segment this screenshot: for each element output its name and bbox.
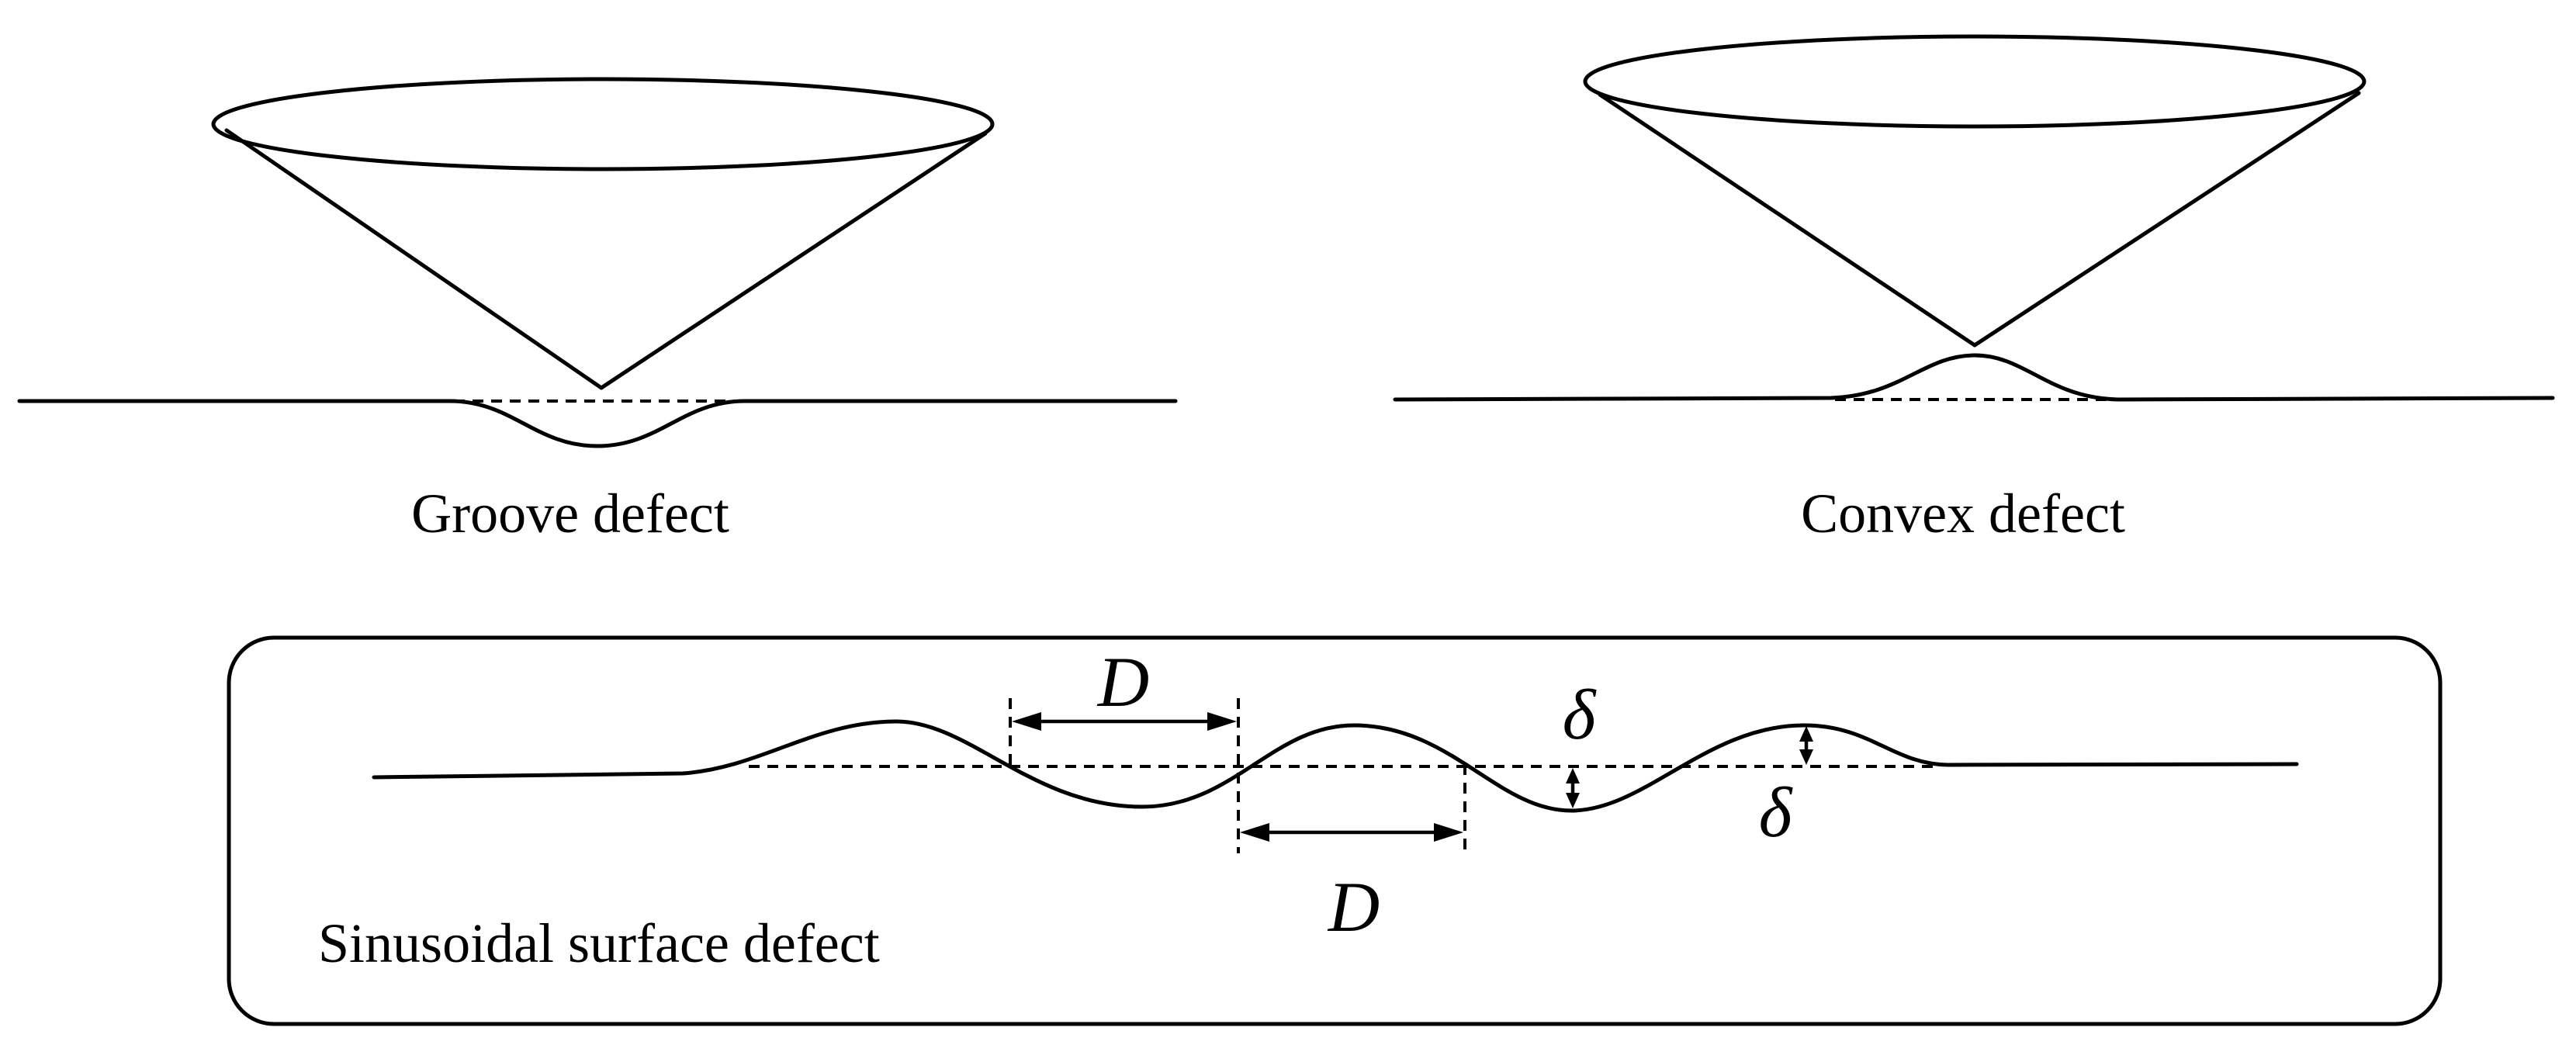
sinusoidal-panel-box: [227, 635, 2443, 1026]
convex-cone-left-edge: [1598, 92, 1977, 348]
sinusoidal-defect-caption: Sinusoidal surface defect: [318, 912, 880, 974]
amplitude-arrow-trough-up-head: [1566, 768, 1580, 783]
groove-defect-panel: Groove defect: [17, 77, 1178, 545]
groove-defect-caption: Groove defect: [411, 483, 729, 545]
period-arrow-top-left-head: [1012, 712, 1041, 731]
period-dimension-top: D: [1012, 642, 1237, 731]
amplitude-arrow-crest-up-head: [1799, 726, 1813, 742]
amplitude-arrow-trough-down-head: [1566, 793, 1580, 808]
convex-defect-caption: Convex defect: [1801, 483, 2125, 545]
groove-cone-right-edge: [599, 131, 988, 390]
convex-cone-top-ellipse: [1583, 34, 2367, 129]
groove-cone-top-ellipse: [211, 77, 995, 171]
sinusoidal-defect-panel: D D δ δ Sinusoidal surface defect: [227, 635, 2443, 1026]
period-arrow-top-right-head: [1207, 712, 1237, 731]
sinusoidal-surface-profile: [372, 719, 2299, 813]
convex-defect-panel: Convex defect: [1393, 34, 2555, 545]
period-label-bottom: D: [1327, 867, 1380, 946]
amplitude-arrow-crest-down-head: [1799, 749, 1813, 765]
groove-cone-left-edge: [224, 128, 604, 390]
convex-cone-right-edge: [1972, 91, 2361, 348]
period-label-top: D: [1096, 642, 1149, 721]
convex-surface-profile: [1393, 353, 2555, 402]
amplitude-dimension-trough: δ: [1563, 675, 1597, 808]
period-dimension-bottom: D: [1240, 823, 1463, 946]
amplitude-label-top: δ: [1563, 675, 1597, 754]
amplitude-dimension-crest: δ: [1759, 726, 1813, 852]
period-arrow-bottom-right-head: [1434, 823, 1463, 842]
amplitude-label-bottom: δ: [1759, 773, 1793, 852]
period-arrow-bottom-left-head: [1240, 823, 1269, 842]
groove-surface-profile: [17, 399, 1178, 448]
